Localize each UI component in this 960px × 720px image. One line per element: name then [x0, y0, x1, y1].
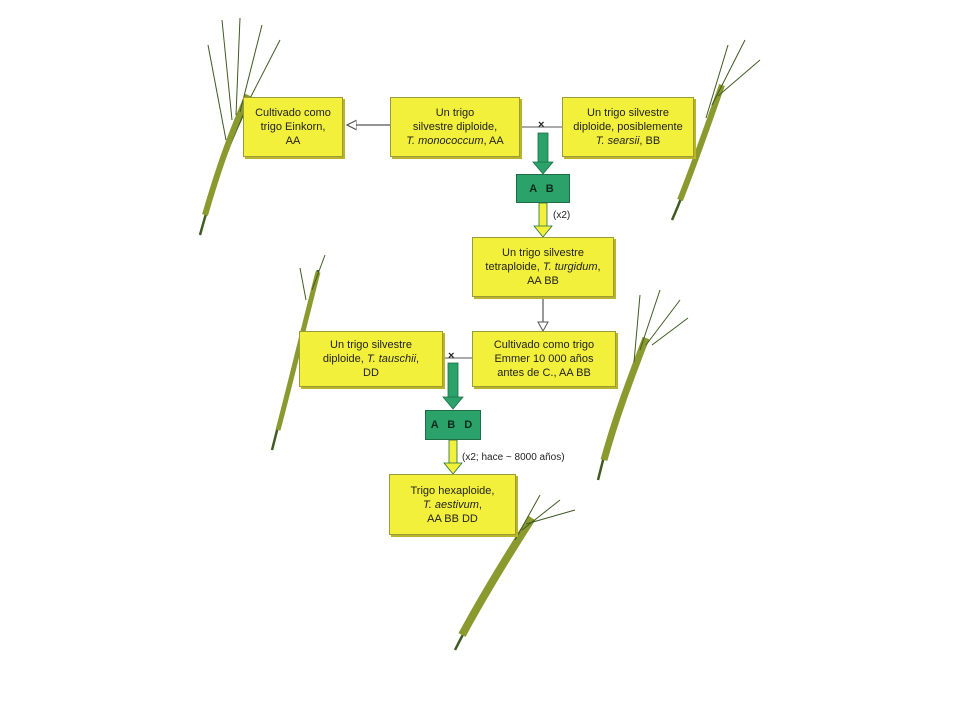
emmer-line1: Cultivado como trigo: [493, 339, 595, 351]
turgidum-species: T. turgidum: [542, 261, 598, 273]
box-einkorn: Cultivado como trigo Einkorn, AA: [243, 97, 343, 157]
tauschii-line1: Un trigo silvestre: [330, 339, 412, 351]
einkorn-line1: Cultivado como: [255, 107, 331, 119]
arrow-to-genome-abd: [442, 362, 464, 410]
searsii-line1: Un trigo silvestre: [587, 107, 669, 119]
hexaploide-line2-rest: ,: [478, 498, 482, 511]
arrow-to-hexaploide: [443, 439, 463, 475]
arrow-to-emmer: [537, 296, 549, 333]
hexaploide-line1: Trigo hexaploide,: [410, 484, 495, 497]
tauschii-line2-plain: diploide,: [322, 353, 367, 365]
box-monococcum: Un trigo silvestre diploide, T. monococc…: [390, 97, 520, 157]
wheat-ear-middle-right-icon: [596, 289, 689, 481]
hexaploide-species: T. aestivum: [423, 498, 479, 511]
doubling-note-1: (x2): [553, 210, 571, 221]
monococcum-line2: silvestre diploide,: [412, 121, 498, 133]
box-tauschii: Un trigo silvestre diploide, T. tauschii…: [299, 331, 443, 387]
searsii-line3: T. searsii, BB: [596, 134, 660, 148]
genome-abd: A B D: [425, 410, 481, 440]
tauschii-species: T. tauschii: [366, 353, 417, 365]
hexaploide-genome: AA BB DD: [427, 512, 478, 525]
tauschii-genome: DD: [363, 367, 379, 379]
searsii-species: T. searsii: [595, 135, 640, 147]
wheat-ear-bottom-icon: [453, 494, 576, 651]
doubling-note-2: (x2; hace ~ 8000 años): [462, 452, 565, 463]
box-turgidum: Un trigo silvestre tetraploide, T. turgi…: [472, 237, 614, 297]
monococcum-genome: , AA: [483, 135, 504, 147]
monococcum-line3: T. monococcum, AA: [406, 134, 503, 148]
cross-symbol-bottom: ×: [448, 350, 455, 362]
wheat-ear-top-right-icon: [670, 39, 761, 221]
searsii-genome: , BB: [639, 135, 661, 147]
monococcum-species: T. monococcum: [406, 135, 484, 147]
searsii-line2: diploide, posiblemente: [573, 121, 683, 133]
turgidum-line2-plain: tetraploide,: [485, 261, 543, 273]
arrow-to-genome-ab: [532, 132, 554, 175]
turgidum-line2: tetraploide, T. turgidum,: [485, 260, 600, 274]
wheat-ear-middle-left-icon: [270, 254, 326, 451]
tauschii-line2: diploide, T. tauschii,: [323, 352, 419, 366]
emmer-line3: antes de C., AA BB: [497, 367, 591, 379]
turgidum-line2-rest: ,: [597, 261, 601, 273]
cross-symbol-top: ×: [538, 119, 545, 131]
box-hexaploide: Trigo hexaploide, T. aestivum, AA BB DD: [389, 474, 516, 535]
einkorn-line2: trigo Einkorn,: [260, 121, 326, 133]
box-emmer: Cultivado como trigo Emmer 10 000 años a…: [472, 331, 616, 387]
tauschii-line2-rest: ,: [416, 353, 420, 365]
turgidum-line1: Un trigo silvestre: [502, 247, 584, 259]
einkorn-line3: AA: [285, 135, 301, 147]
arrow-to-turgidum: [533, 202, 553, 238]
genome-ab: A B: [516, 174, 570, 203]
hexaploide-line2: T. aestivum,: [423, 498, 482, 512]
emmer-line2: Emmer 10 000 años: [494, 353, 594, 365]
monococcum-line1: Un trigo: [435, 107, 475, 119]
box-searsii: Un trigo silvestre diploide, posiblement…: [562, 97, 694, 157]
turgidum-genome: AA BB: [527, 275, 559, 287]
